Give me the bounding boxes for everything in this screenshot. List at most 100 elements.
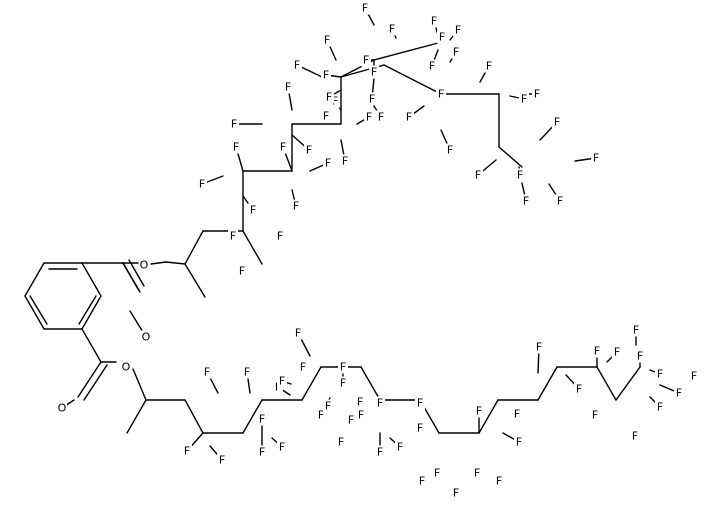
fluorine-atom-65-background bbox=[355, 395, 365, 409]
fluorine-atom-23: F bbox=[360, 1, 370, 15]
fluorine-atom-8: F bbox=[278, 140, 288, 154]
fluorine-atom-90-label: F bbox=[633, 324, 639, 337]
fluorine-atom-35-label: F bbox=[521, 93, 527, 106]
fluorine-atom-56-label: F bbox=[340, 361, 346, 374]
fluorine-atom-33-label: F bbox=[453, 46, 459, 59]
fluorine-atom-9-background bbox=[323, 156, 333, 170]
fluorine-atom-20: F bbox=[324, 90, 334, 104]
fluorine-atom-74: F bbox=[451, 486, 461, 500]
fluorine-atom-64-background bbox=[346, 413, 356, 427]
fluorine-atom-47-label: F bbox=[184, 445, 190, 458]
fluorine-atom-32-background bbox=[404, 110, 414, 124]
fluorine-atom-27-label: F bbox=[431, 15, 437, 28]
bond-16 bbox=[165, 261, 186, 265]
fluorine-atom-82-label: F bbox=[594, 345, 600, 358]
bond-17 bbox=[184, 230, 204, 265]
oxygen-atom-45-label: O bbox=[58, 402, 67, 415]
bond-94 bbox=[615, 366, 641, 401]
fluorine-atom-62-label: F bbox=[338, 436, 344, 449]
fluorine-atom-41: F bbox=[591, 151, 601, 165]
fluorine-atom-66-label: F bbox=[377, 446, 383, 459]
fluorine-atom-2: F bbox=[228, 229, 238, 243]
fluorine-atom-48-label: F bbox=[219, 454, 225, 467]
oxygen-atom-0: O bbox=[141, 330, 151, 344]
fluorine-atom-40-background bbox=[555, 194, 565, 208]
fluorine-atom-14-background bbox=[330, 94, 340, 108]
fluorine-atom-12-background bbox=[283, 80, 293, 94]
fluorine-atom-68-label: F bbox=[377, 397, 383, 410]
bond-7 bbox=[78, 295, 97, 325]
fluorine-atom-65: F bbox=[355, 395, 365, 409]
fluorine-atom-79-label: F bbox=[514, 408, 520, 421]
fluorine-atom-36-label: F bbox=[534, 88, 540, 101]
fluorine-atom-30: F bbox=[427, 59, 437, 73]
fluorine-atom-43: F bbox=[436, 87, 446, 101]
fluorine-atom-53-background bbox=[257, 412, 267, 426]
fluorine-atom-71-label: F bbox=[417, 422, 423, 435]
fluorine-atom-3: F bbox=[237, 264, 247, 278]
fluorine-atom-82: F bbox=[592, 344, 602, 358]
fluorine-atom-57-label: F bbox=[295, 327, 301, 340]
fluorine-atom-11-background bbox=[229, 117, 239, 131]
fluorine-atom-53-label: F bbox=[259, 413, 265, 426]
fluorine-atom-65-label: F bbox=[357, 396, 363, 409]
fluorine-atom-56-background bbox=[338, 360, 348, 374]
fluorine-atom-51-label: F bbox=[259, 446, 265, 459]
fluorine-atom-2-background bbox=[228, 229, 238, 243]
fluorine-atom-24-background bbox=[369, 65, 379, 79]
fluorine-atom-60: F bbox=[316, 408, 326, 422]
fluorine-atom-52-label: F bbox=[279, 441, 285, 454]
fluorine-atom-21-label: F bbox=[378, 111, 384, 124]
fluorine-atom-84: F bbox=[590, 408, 600, 422]
fluorine-atom-87: F bbox=[655, 367, 665, 381]
bond-20 bbox=[184, 263, 206, 298]
fluorine-atom-13-background bbox=[304, 143, 314, 157]
fluorine-atom-43-label: F bbox=[438, 88, 444, 101]
fluorine-atom-48: F bbox=[217, 453, 227, 467]
fluorine-atom-14-label: F bbox=[332, 95, 338, 108]
fluorine-atom-75-label: F bbox=[419, 475, 425, 488]
fluorine-atom-12-label: F bbox=[285, 81, 291, 94]
fluorine-atom-36-background bbox=[532, 87, 542, 101]
fluorine-atom-78-background bbox=[514, 435, 524, 449]
fluorine-atom-23-label: F bbox=[362, 2, 368, 15]
fluorine-atom-10-background bbox=[291, 199, 301, 213]
fluorine-atom-68-background bbox=[375, 396, 385, 410]
fluorine-atom-88-label: F bbox=[676, 387, 682, 400]
fluorine-atom-87-label: F bbox=[657, 368, 663, 381]
fluorine-atom-6-background bbox=[231, 140, 241, 154]
fluorine-atom-21: F bbox=[376, 110, 386, 124]
fluorine-atom-52-background bbox=[277, 440, 287, 454]
fluorine-atom-23-background bbox=[360, 1, 370, 15]
fluorine-atom-66: F bbox=[375, 445, 385, 459]
fluorine-atom-11-label: F bbox=[231, 118, 237, 131]
fluorine-atom-83: F bbox=[612, 345, 622, 359]
bond-5 bbox=[24, 262, 45, 297]
fluorine-atom-42: F bbox=[515, 168, 525, 182]
fluorine-atom-90-background bbox=[631, 323, 641, 337]
fluorine-atom-61: F bbox=[356, 408, 366, 422]
fluorine-atom-19-background bbox=[321, 68, 331, 82]
fluorine-atom-81-label: F bbox=[576, 383, 582, 396]
fluorine-atom-9: F bbox=[323, 156, 333, 170]
fluorine-atom-19-label: F bbox=[323, 69, 329, 82]
fluorine-atom-61-background bbox=[356, 408, 366, 422]
bond-29 bbox=[383, 64, 442, 95]
fluorine-atom-28: F bbox=[437, 30, 447, 44]
oxygen-atom-0-background bbox=[141, 330, 151, 344]
fluorine-atom-40: F bbox=[555, 194, 565, 208]
fluorine-atom-69-label: F bbox=[417, 397, 423, 410]
fluorine-atom-91: F bbox=[655, 400, 665, 414]
fluorine-atom-89-label: F bbox=[691, 370, 697, 383]
bond-76 bbox=[132, 368, 147, 401]
fluorine-atom-24-label: F bbox=[371, 66, 377, 79]
fluorine-atom-49: F bbox=[202, 365, 212, 379]
fluorine-atom-42-background bbox=[515, 168, 525, 182]
fluorine-atom-51: F bbox=[257, 445, 267, 459]
fluorine-atom-63-background bbox=[323, 399, 333, 413]
fluorine-atom-76-label: F bbox=[496, 475, 502, 488]
oxygen-atom-46: O bbox=[121, 360, 131, 374]
fluorine-atom-8-label: F bbox=[280, 141, 286, 154]
fluorine-atom-18-label: F bbox=[324, 34, 330, 47]
fluorine-atom-73: F bbox=[472, 466, 482, 480]
